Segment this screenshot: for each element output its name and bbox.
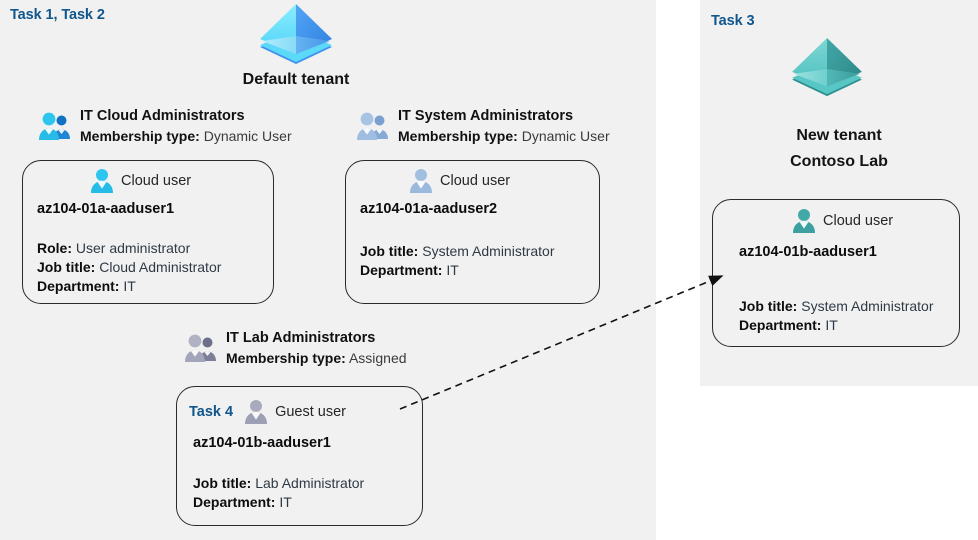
card-head: Cloud user (89, 168, 191, 194)
card-prop-value: IT (446, 262, 459, 278)
new-tenant-title-line1: New tenant (796, 127, 882, 144)
card-prop-value: IT (825, 317, 838, 333)
card-head: Cloud user (791, 208, 893, 234)
group-membership-value: Assigned (348, 350, 407, 366)
card-properties: Job title: System Administrator Departme… (739, 297, 934, 335)
group-users-icon (184, 334, 220, 364)
user-card-az104-01b-aaduser1-guest[interactable]: Task 4 Guest user az104-01b-aaduser1 Job… (176, 386, 423, 526)
card-prop-label: Department: (360, 262, 443, 278)
card-prop-department: Department: IT (360, 261, 555, 280)
card-prop-label: Role: (37, 240, 72, 256)
group-membership-type: Membership type: Assigned (226, 350, 407, 366)
task-label-1-2: Task 1, Task 2 (10, 7, 105, 23)
card-prop-label: Department: (193, 494, 276, 510)
card-username: az104-01a-aaduser1 (37, 201, 175, 217)
group-membership-label: Membership type: (226, 350, 346, 366)
guest-user-icon (243, 399, 269, 425)
card-username: az104-01b-aaduser1 (193, 435, 331, 451)
card-prop-value: User administrator (75, 240, 191, 256)
group-users-icon (38, 112, 74, 142)
card-prop-department: Department: IT (37, 277, 221, 296)
card-prop-job-title: Job title: Cloud Administrator (37, 258, 221, 277)
card-username: az104-01a-aaduser2 (360, 201, 498, 217)
card-prop-label: Job title: (37, 259, 96, 275)
card-prop-job-title: Job title: Lab Administrator (193, 474, 364, 493)
user-card-az104-01a-aaduser2[interactable]: Cloud user az104-01a-aaduser2 Job title:… (345, 160, 600, 304)
group-name: IT System Administrators (398, 108, 574, 124)
user-card-az104-01b-aaduser1-new-tenant[interactable]: Cloud user az104-01b-aaduser1 Job title:… (712, 199, 960, 347)
card-prop-job-title: Job title: System Administrator (360, 242, 555, 261)
card-prop-value: System Administrator (801, 298, 934, 314)
card-prop-value: System Administrator (422, 243, 555, 259)
card-head: Cloud user (408, 168, 510, 194)
card-prop-job-title: Job title: System Administrator (739, 297, 934, 316)
group-name: IT Cloud Administrators (80, 108, 245, 124)
task-label-4: Task 4 (189, 404, 234, 420)
card-properties: Job title: System Administrator Departme… (360, 242, 555, 280)
card-properties: Role: User administrator Job title: Clou… (37, 239, 221, 296)
group-membership-value: Dynamic User (203, 128, 292, 144)
user-kind-label: Cloud user (440, 173, 511, 189)
group-membership-type: Membership type: Dynamic User (398, 128, 610, 144)
group-membership-label: Membership type: (398, 128, 518, 144)
azure-tenant-pyramid-icon (258, 2, 334, 68)
card-prop-department: Department: IT (739, 316, 934, 335)
card-prop-value: IT (279, 494, 292, 510)
user-card-az104-01a-aaduser1[interactable]: Cloud user az104-01a-aaduser1 Role: User… (22, 160, 274, 304)
user-kind-label: Cloud user (121, 173, 192, 189)
card-prop-value: Cloud Administrator (99, 259, 222, 275)
card-prop-label: Department: (739, 317, 822, 333)
new-tenant-title-line2: Contoso Lab (790, 153, 888, 170)
card-prop-label: Job title: (360, 243, 419, 259)
cloud-user-icon (408, 168, 434, 194)
default-tenant-title: Default tenant (242, 71, 350, 88)
group-name: IT Lab Administrators (226, 330, 376, 346)
group-membership-value: Dynamic User (521, 128, 610, 144)
card-prop-department: Department: IT (193, 493, 364, 512)
task-label-3: Task 3 (711, 13, 755, 29)
card-prop-role: Role: User administrator (37, 239, 221, 258)
card-prop-label: Job title: (193, 475, 252, 491)
card-prop-value: Lab Administrator (255, 475, 365, 491)
cloud-user-icon (89, 168, 115, 194)
default-tenant-panel (0, 0, 656, 540)
card-prop-label: Department: (37, 278, 120, 294)
cloud-user-icon (791, 208, 817, 234)
user-kind-label: Guest user (275, 404, 346, 420)
group-users-icon (356, 112, 392, 142)
card-username: az104-01b-aaduser1 (739, 244, 877, 260)
azure-tenant-pyramid-icon (790, 36, 864, 100)
card-prop-value: IT (123, 278, 136, 294)
group-membership-type: Membership type: Dynamic User (80, 128, 292, 144)
card-prop-label: Job title: (739, 298, 798, 314)
card-properties: Job title: Lab Administrator Department:… (193, 474, 364, 512)
user-kind-label: Cloud user (823, 213, 894, 229)
card-head: Task 4 Guest user (189, 399, 346, 425)
group-membership-label: Membership type: (80, 128, 200, 144)
